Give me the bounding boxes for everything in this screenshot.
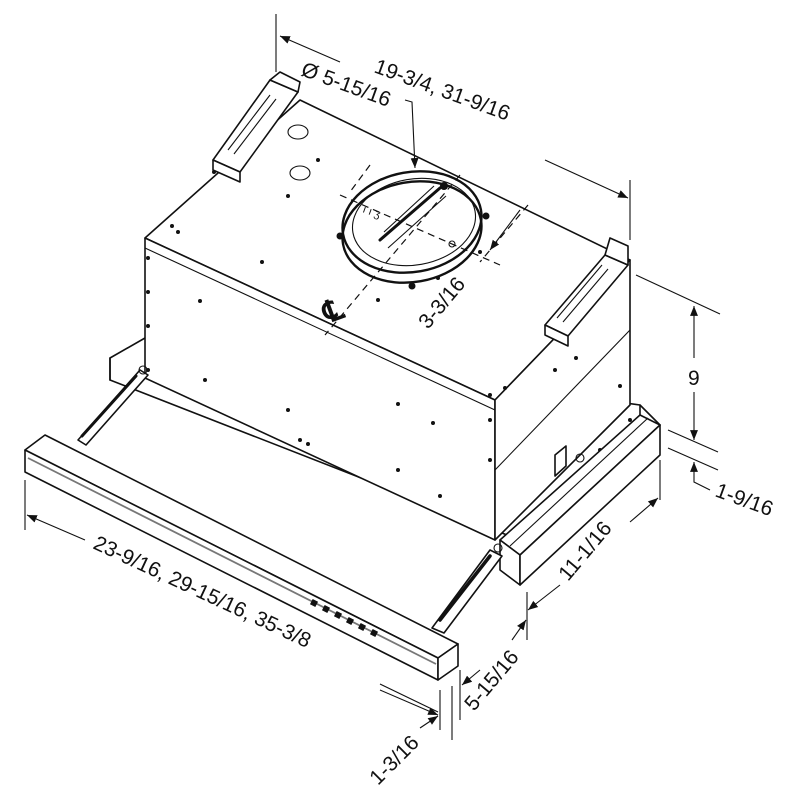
right-shelf-block <box>499 414 661 586</box>
side-switch <box>554 418 632 477</box>
control-button-1 <box>309 598 319 608</box>
control-button-6 <box>369 628 379 638</box>
mounting-bracket-left <box>212 71 301 183</box>
control-button-4 <box>345 616 355 626</box>
dim-height: 9 <box>688 367 700 390</box>
duct-collar: ı ı ʒ <box>341 170 483 284</box>
dim-visor-extension: 5-15/16 <box>460 646 523 715</box>
control-button-3 <box>333 610 343 620</box>
dim-visor-thickness: 1-9/16 <box>712 479 776 521</box>
centerlines <box>324 164 529 336</box>
dim-front-trim: 1-3/16 <box>365 731 423 789</box>
dimension-lines <box>24 14 721 740</box>
front-visor <box>24 434 459 681</box>
mounting-bracket-right <box>544 237 629 347</box>
slide-rail-right <box>431 543 503 634</box>
svg-text:ı ı ʒ: ı ı ʒ <box>361 204 382 222</box>
control-button-5 <box>357 622 367 632</box>
control-buttons <box>309 598 379 638</box>
control-button-2 <box>321 604 331 614</box>
slide-rail-left <box>77 365 149 446</box>
